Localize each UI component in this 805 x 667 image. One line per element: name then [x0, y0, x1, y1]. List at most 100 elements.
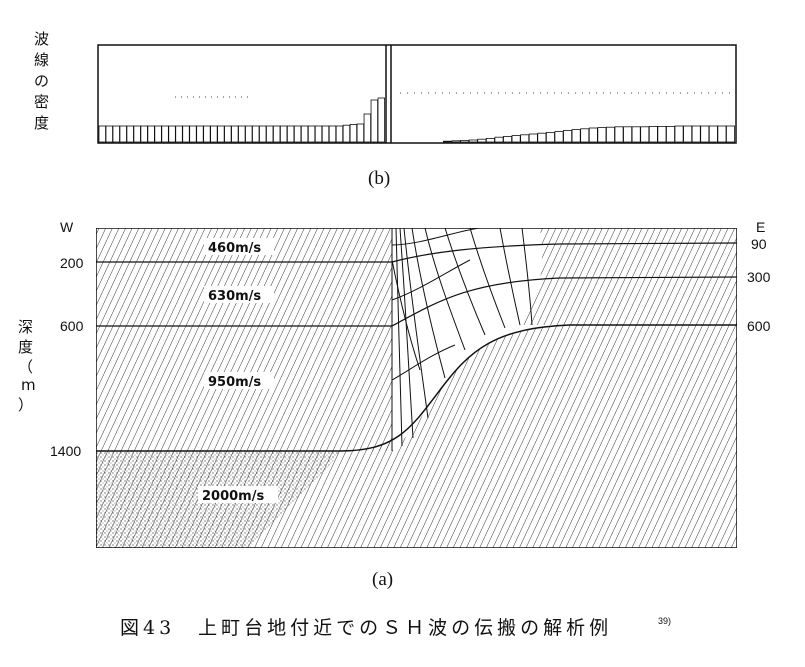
density-bar: [154, 125, 162, 143]
boundary-300-east: [391, 276, 737, 327]
density-bar: [648, 126, 658, 143]
velocity-630: 630m/s: [208, 289, 261, 304]
density-bar: [451, 140, 461, 143]
density-bar: [314, 125, 323, 143]
density-bar: [126, 125, 134, 143]
ylabel-char: 度: [18, 338, 33, 356]
density-bar: [377, 97, 385, 143]
density-bar: [182, 125, 190, 143]
density-bars: [98, 97, 735, 143]
density-bar: [328, 125, 337, 143]
figure-caption: 図43 上町台地付近でのＳＨ波の伝搬の解析例 39): [120, 616, 671, 639]
density-bar: [196, 125, 204, 143]
caption-text: 図43 上町台地付近でのＳＨ波の伝搬の解析例: [120, 617, 612, 639]
density-bar: [691, 125, 701, 143]
density-bar: [259, 125, 267, 143]
density-bar: [203, 125, 211, 143]
caption-reference: 39): [658, 616, 671, 626]
density-bar: [726, 125, 735, 143]
density-bar: [286, 125, 295, 143]
ray-path: [499, 228, 521, 326]
density-bar: [161, 125, 169, 143]
density-bar: [140, 125, 148, 143]
density-bar: [252, 125, 260, 143]
density-bar: [674, 125, 684, 143]
density-bar: [266, 125, 274, 143]
ray-path: [391, 344, 456, 381]
density-bar: [147, 125, 155, 143]
ray-path: [521, 228, 533, 326]
density-bar: [168, 125, 176, 143]
density-ylabel: 波 線 の 密 度: [34, 30, 49, 132]
depth-tick-600: 600: [60, 318, 84, 334]
density-bar: [238, 125, 246, 143]
ylabel-char: （: [18, 358, 33, 376]
depth-ylabel: 深 度 （ m ）: [18, 318, 36, 414]
ylabel-char: 線: [34, 51, 49, 69]
ray-path: [399, 228, 414, 439]
ray-density-panel: 波 線 の 密 度 (b): [34, 30, 737, 189]
density-bar: [666, 126, 675, 143]
ylabel-char: 深: [18, 318, 33, 336]
density-bar: [279, 125, 288, 143]
density-bar: [272, 125, 281, 143]
density-bar: [708, 125, 718, 143]
ray-path: [424, 228, 466, 351]
ray-paths: [391, 228, 533, 451]
density-bar: [597, 127, 607, 143]
density-bar: [98, 125, 106, 143]
panel-a-label: (a): [372, 569, 393, 590]
density-bar: [554, 131, 564, 143]
density-bar: [588, 127, 598, 143]
density-bar: [485, 137, 495, 143]
density-bar: [683, 125, 693, 143]
density-bar: [356, 123, 365, 143]
density-bar: [640, 126, 650, 143]
density-bar: [520, 134, 530, 143]
density-bar: [112, 125, 120, 143]
density-bar: [335, 125, 344, 143]
ray-path: [395, 228, 403, 447]
ray-path: [469, 228, 506, 329]
density-bar: [342, 124, 351, 143]
density-bar: [657, 126, 667, 143]
density-bar: [300, 125, 309, 143]
cross-section-panel: W E 深 度 （ m ） 200 600 1400 90 300 600: [18, 219, 771, 590]
velocity-460: 460m/s: [208, 241, 261, 256]
density-bar: [189, 125, 197, 143]
depth-tick-1400: 1400: [50, 443, 81, 459]
density-bar: [321, 125, 330, 143]
ray-path: [403, 228, 429, 419]
ray-path: [444, 228, 486, 336]
density-bar: [307, 125, 316, 143]
ylabel-char: m: [21, 376, 36, 394]
velocity-labels: 460m/s 630m/s 950m/s 2000m/s: [198, 238, 278, 504]
velocity-2000: 2000m/s: [202, 489, 264, 504]
density-bar: [224, 125, 232, 143]
density-bar: [494, 136, 504, 143]
density-bar: [245, 125, 253, 143]
density-bar: [503, 135, 513, 143]
ylabel-char: 密: [34, 93, 49, 111]
density-bar: [175, 125, 183, 143]
density-bar: [363, 113, 372, 143]
ylabel-char: の: [34, 72, 49, 90]
density-bar: [349, 124, 358, 143]
depth-tick-600-east: 600: [747, 318, 771, 334]
depth-tick-300: 300: [747, 269, 771, 285]
density-bar: [700, 125, 710, 143]
density-bar: [105, 125, 113, 143]
ray-path: [391, 228, 481, 246]
density-bar: [537, 132, 547, 143]
density-bar: [717, 125, 727, 143]
density-bar: [460, 139, 470, 143]
density-bar: [580, 128, 590, 143]
depth-tick-200: 200: [60, 255, 84, 271]
density-bar: [468, 139, 478, 143]
ylabel-char: ）: [18, 396, 33, 414]
west-label: W: [60, 219, 74, 235]
ray-path: [411, 228, 446, 379]
density-bar: [614, 126, 624, 143]
density-bar: [370, 99, 379, 143]
density-bar: [443, 140, 453, 143]
